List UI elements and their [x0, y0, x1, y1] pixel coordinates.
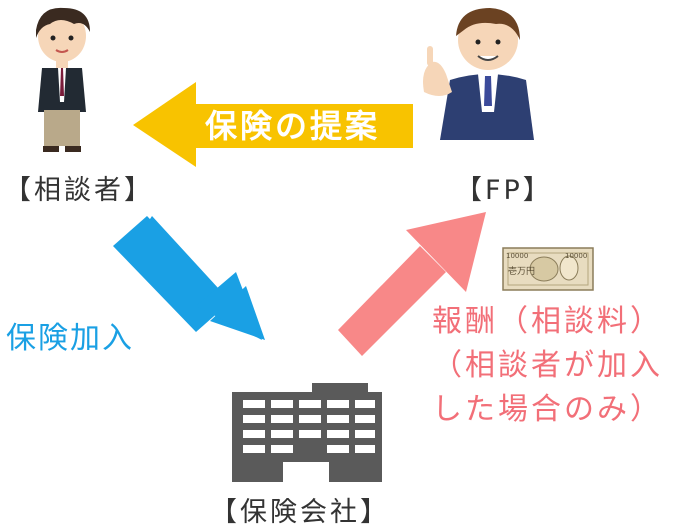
enroll-label: 保険加入: [6, 321, 134, 356]
proposal-arrow-label: 保険の提案: [205, 107, 380, 145]
fee-label-line-1: 報酬（相談料）: [432, 304, 663, 339]
fp-person-icon: [423, 8, 534, 140]
insurer-label: 【保険会社】: [210, 497, 390, 528]
client-label: 【相談者】: [4, 175, 154, 206]
proposal-arrow: 保険の提案: [133, 82, 413, 167]
banknote-denomination-top-left: 10000: [506, 252, 528, 260]
proposal-arrow-shape: [133, 82, 413, 167]
insurance-company-building-icon: [232, 383, 382, 482]
fp-label: 【FP】: [455, 175, 553, 206]
client-person-icon: [36, 7, 90, 152]
fee-label-line-3: した場合のみ）: [432, 392, 663, 427]
banknote-text: 壱万円: [508, 265, 535, 277]
banknote-denomination-top-right: 10000: [565, 252, 587, 260]
fee-arrow: [338, 212, 486, 356]
fee-label: 報酬（相談料） （相談者が加入 した場合のみ）: [432, 300, 663, 432]
banknote-icon: 10000 10000 壱万円: [502, 247, 594, 291]
enroll-arrow: [113, 216, 265, 340]
fee-label-line-2: （相談者が加入: [432, 348, 663, 383]
fee-arrow-shape: [338, 246, 446, 356]
